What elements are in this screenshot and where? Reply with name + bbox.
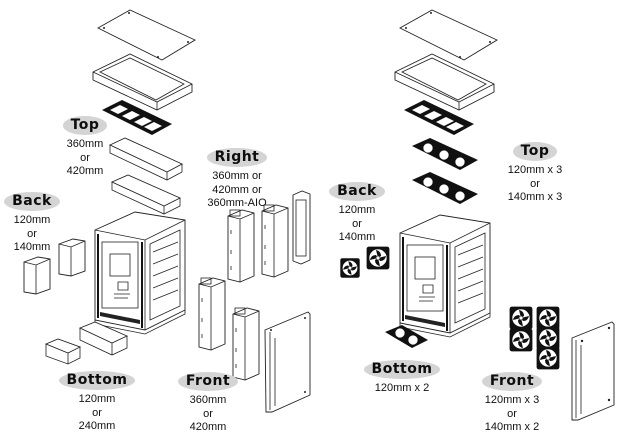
right-back-fan-2: [366, 246, 390, 270]
spec-text: 360mm or 420mm: [189, 394, 227, 433]
left-front-radiator-1: [198, 277, 226, 351]
left-bottom-label: Bottom 120mm or 240mm: [55, 371, 139, 434]
spec-text: 120mm x 3 or 140mm x 2: [484, 394, 540, 433]
spec-text: 120mm or 140mm: [13, 214, 51, 253]
right-top-fan-tray-2: [412, 172, 478, 204]
left-right-radiator-1: [227, 209, 255, 283]
spec-text: 120mm or 240mm: [78, 393, 116, 432]
left-dust-filter: [102, 100, 172, 135]
right-front-fan-stack-2: [509, 306, 533, 352]
left-right-bracket: [292, 190, 311, 265]
left-case-chassis: [94, 211, 186, 335]
left-top-panel: [97, 9, 196, 61]
position-badge: Back: [4, 192, 60, 211]
right-back-label: Back 120mm or 140mm: [327, 182, 387, 245]
left-top-radiator-1: [108, 137, 184, 181]
spec-text: 120mm x 3 or 140mm x 3: [507, 164, 563, 203]
left-top-label: Top 360mm or 420mm: [52, 116, 118, 179]
left-bottom-radiator-1: [44, 338, 82, 365]
left-bottom-radiator-2: [78, 321, 129, 356]
spec-text: 120mm or 140mm: [338, 204, 376, 243]
right-bottom-label: Bottom 120mm x 2: [360, 360, 444, 396]
right-top-panel: [399, 9, 498, 61]
position-badge: Right: [206, 148, 268, 167]
right-bottom-fan-tray: [385, 325, 428, 348]
left-back-radiator-1: [23, 256, 51, 295]
left-back-radiator-2: [58, 238, 86, 277]
left-top-radiator-2: [110, 174, 182, 215]
position-badge: Bottom: [58, 371, 136, 390]
right-front-panel: [571, 321, 615, 421]
right-top-frame: [394, 53, 495, 111]
spec-text: 120mm x 2: [374, 382, 430, 394]
position-badge: Bottom: [363, 360, 441, 379]
left-front-label: Front 360mm or 420mm: [172, 372, 244, 435]
right-front-label: Front 120mm x 3 or 140mm x 2: [473, 372, 551, 435]
left-back-label: Back 120mm or 140mm: [2, 192, 62, 255]
right-top-fan-tray-1: [412, 138, 478, 170]
position-badge: Front: [481, 372, 543, 391]
right-dust-filter: [404, 100, 474, 135]
left-front-radiator-2: [232, 307, 260, 381]
left-right-label: Right 360mm or 420mm or 360mm-AIO: [196, 148, 278, 211]
position-badge: Back: [329, 182, 385, 201]
left-front-panel: [264, 311, 311, 413]
spec-text: 360mm or 420mm or 360mm-AIO: [207, 170, 267, 209]
right-case-chassis: [399, 214, 491, 338]
position-badge: Top: [62, 116, 108, 135]
right-back-fan-1: [340, 258, 360, 278]
right-front-fan-stack-3: [536, 306, 560, 370]
position-badge: Front: [177, 372, 239, 391]
left-right-radiator-2: [261, 204, 289, 278]
left-top-frame: [92, 53, 193, 111]
right-top-label: Top 120mm x 3 or 140mm x 3: [495, 142, 575, 205]
position-badge: Top: [512, 142, 558, 161]
spec-text: 360mm or 420mm: [66, 138, 104, 177]
